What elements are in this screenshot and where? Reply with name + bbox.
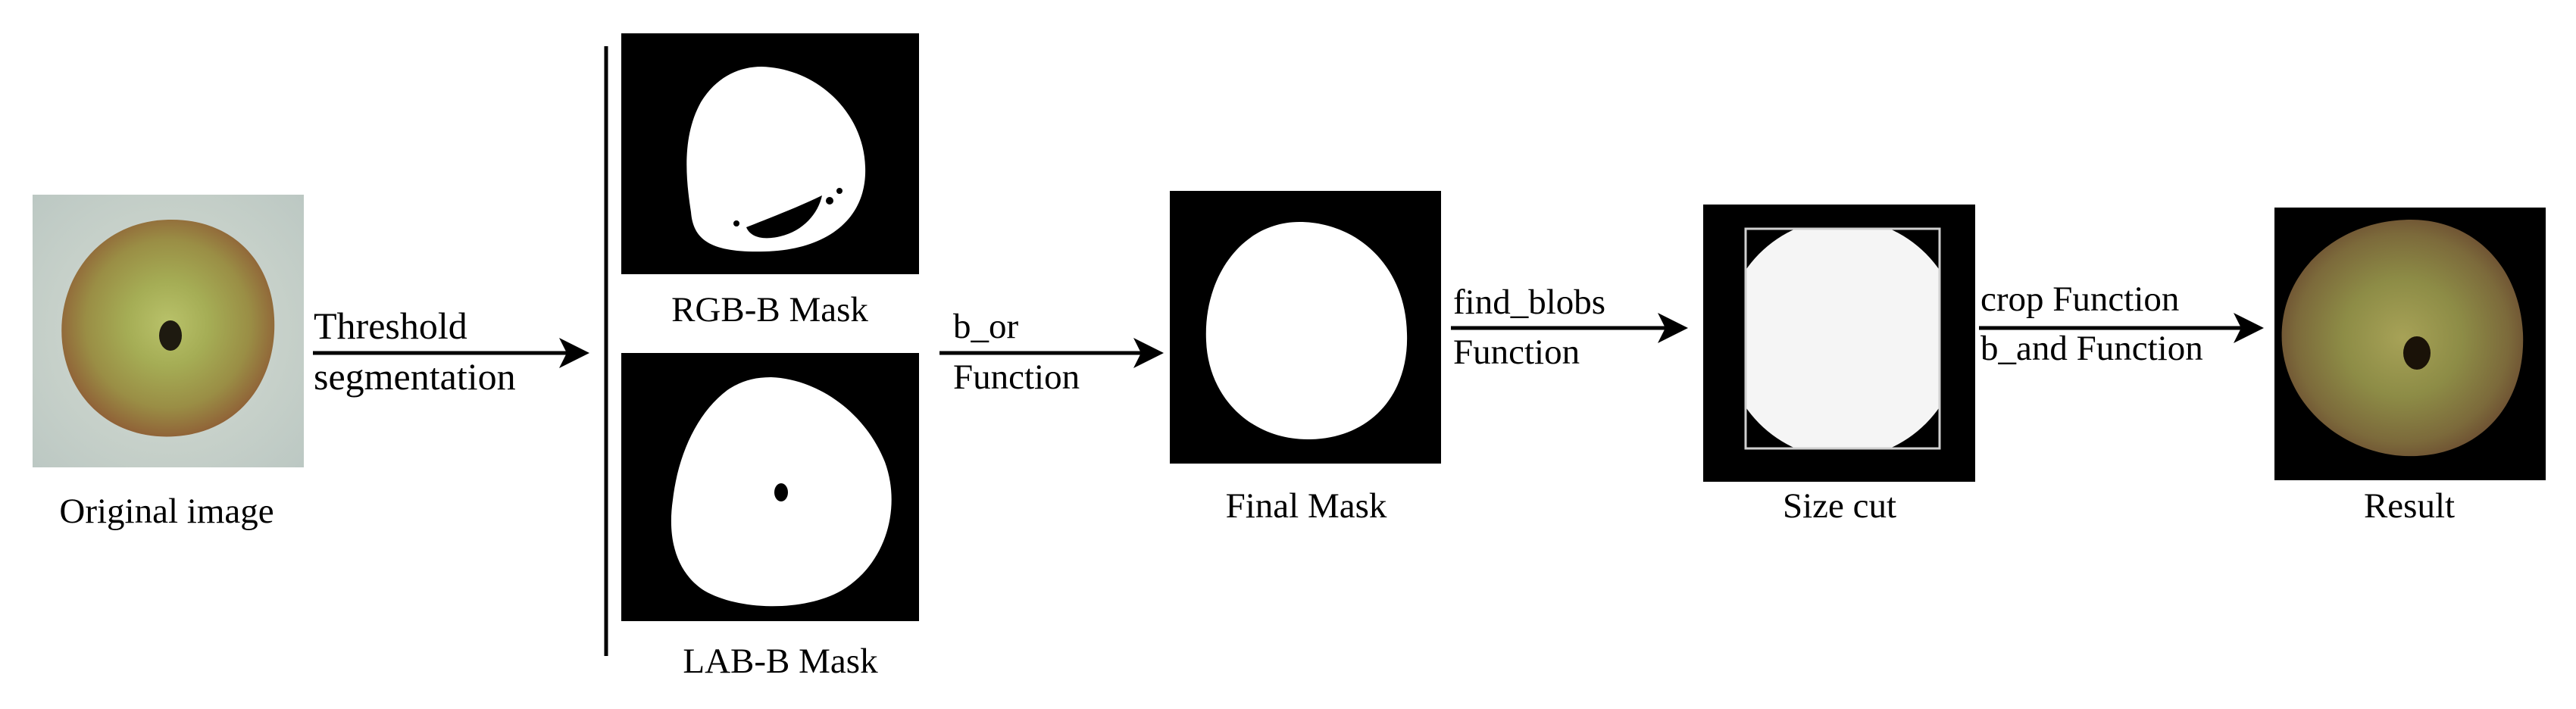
caption-size-cut: Size cut (1782, 486, 1897, 526)
caption-original-image: Original image (59, 492, 274, 531)
b-or-arrow (939, 338, 1164, 368)
original-image (33, 195, 304, 467)
lab-mask-image (621, 353, 919, 621)
caption-rgb-mask: RGB-B Mask (671, 290, 868, 330)
caption-lab-mask: LAB-B Mask (683, 642, 878, 681)
b-or-label-line2: Function (953, 358, 1080, 397)
threshold-label-line1: Threshold (314, 305, 467, 347)
crop-label-line1: crop Function (1980, 280, 2180, 319)
find-blobs-label-line2: Function (1453, 333, 1580, 372)
caption-final-mask: Final Mask (1225, 486, 1387, 526)
threshold-arrow (313, 338, 589, 368)
crop-label-line2: b_and Function (1980, 329, 2203, 368)
find-blobs-arrow (1451, 313, 1688, 343)
crop-arrow (1979, 313, 2264, 343)
apple-calyx (159, 320, 182, 351)
find-blobs-label-line1: find_blobs (1453, 283, 1606, 322)
caption-result: Result (2363, 486, 2456, 526)
threshold-label-line2: segmentation (314, 355, 516, 398)
result-image (2274, 208, 2546, 480)
b-or-label-line1: b_or (953, 307, 1019, 346)
final-mask-image (1170, 191, 1441, 464)
rgb-mask-image (621, 33, 919, 274)
size-cut-image (1703, 205, 1975, 482)
